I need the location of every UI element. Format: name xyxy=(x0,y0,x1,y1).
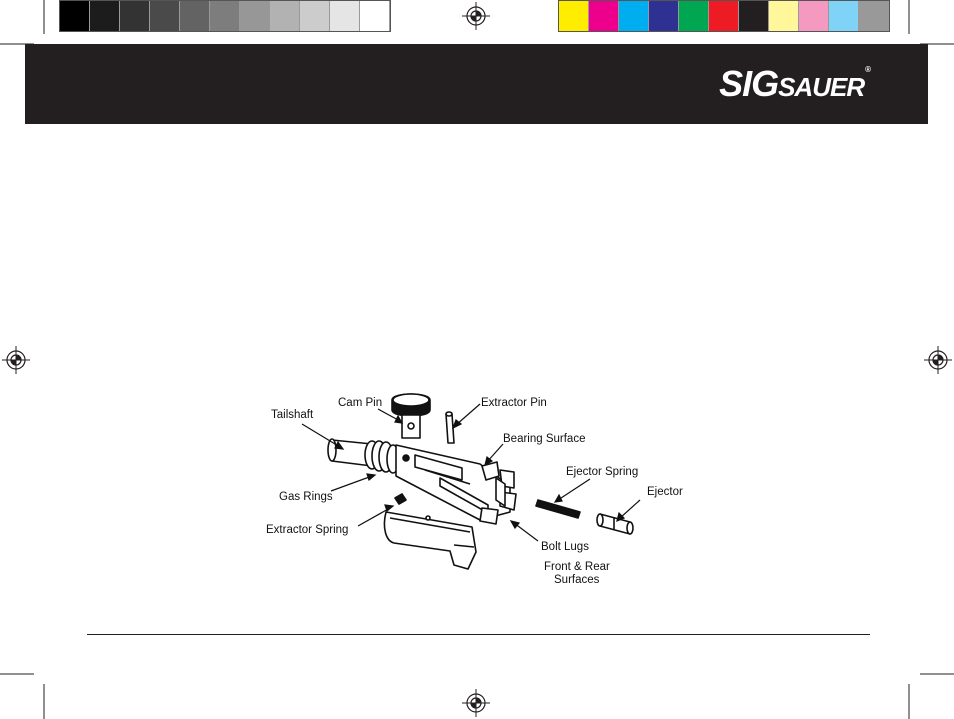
label-bearing-surface: Bearing Surface xyxy=(503,433,585,446)
ejector-part xyxy=(597,514,633,534)
label-gas-rings: Gas Rings xyxy=(279,491,333,504)
extractor-spring-part xyxy=(395,494,406,504)
label-bolt-lugs: Bolt Lugs xyxy=(541,541,589,554)
label-surfaces: Surfaces xyxy=(554,574,599,587)
ejector-spring-part xyxy=(536,500,580,518)
label-ejector-spring: Ejector Spring xyxy=(566,466,638,479)
gas-rings-part xyxy=(365,441,399,473)
label-tailshaft: Tailshaft xyxy=(271,409,313,422)
label-front-rear: Front & Rear xyxy=(544,561,610,574)
label-cam-pin: Cam Pin xyxy=(338,397,382,410)
footer-rule xyxy=(87,634,870,635)
bolt-body-part xyxy=(396,445,516,524)
label-extractor-spring: Extractor Spring xyxy=(266,524,348,537)
label-ejector: Ejector xyxy=(647,486,683,499)
label-extractor-pin: Extractor Pin xyxy=(481,397,547,410)
extractor-part xyxy=(384,512,476,569)
